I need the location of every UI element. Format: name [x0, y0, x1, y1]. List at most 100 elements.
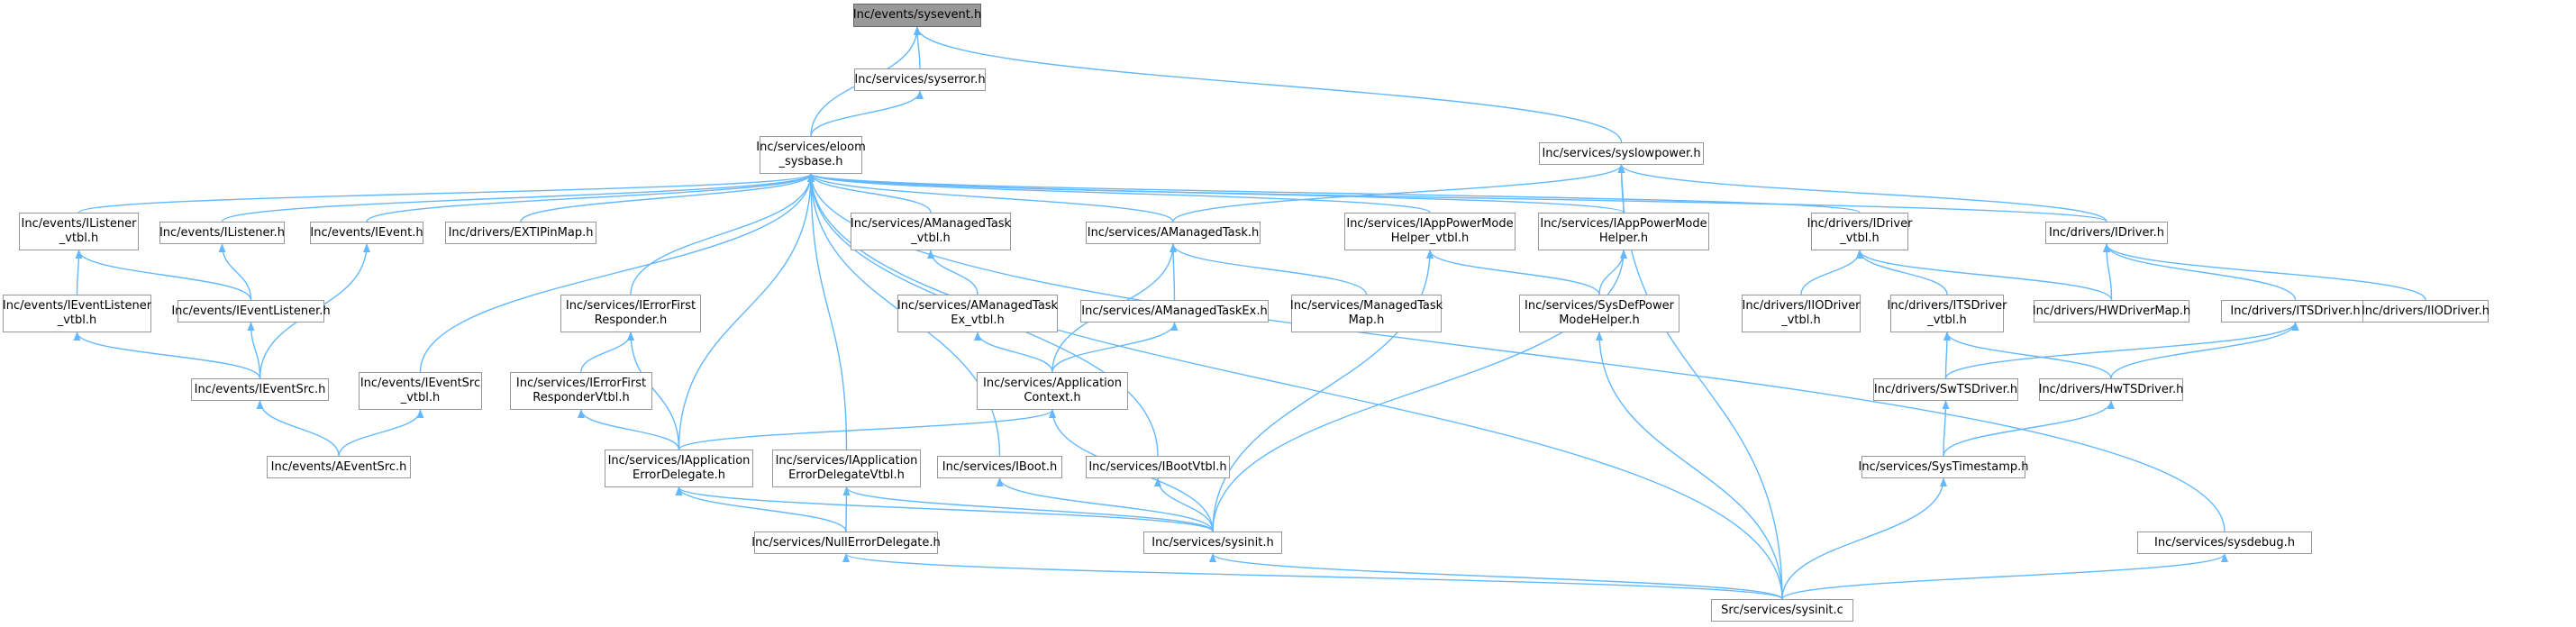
node-label: Inc/events/IListener: [21, 217, 137, 231]
edge-managedtaskmap-to-amanagedtask: [1170, 243, 1368, 295]
node-nullerrordelegate-h[interactable]: Inc/services/NullErrorDelegate.h: [751, 532, 941, 554]
node-ieventsrc-vtbl-h[interactable]: Inc/events/IEventSrc_vtbl.h: [359, 372, 482, 410]
node-sysinit-h[interactable]: Inc/services/sysinit.h: [1143, 532, 1282, 554]
edge-ieventsrc-to-ieventlistener: [247, 322, 261, 379]
edge-swtsdriver-to-itsdriver: [1944, 322, 2299, 379]
edge-iappl_errdel-to-eloom: [678, 173, 815, 450]
edge-idriver-to-syslowpower: [1617, 164, 2107, 223]
edge-iappl_errdel-to-ierrorfirst_vtbl: [578, 409, 680, 450]
node-label: _vtbl.h: [400, 391, 441, 404]
node-amanagedtask-vtbl-h[interactable]: Inc/services/AManagedTask_vtbl.h: [851, 213, 1011, 250]
node-label: Inc/drivers/IDriver: [1807, 217, 1913, 231]
node-itsdriver-vtbl-h[interactable]: Inc/drivers/ITSDriver_vtbl.h: [1887, 295, 2007, 332]
node-iboot-h[interactable]: Inc/services/IBoot.h: [937, 456, 1062, 478]
node-label: Inc/drivers/HWDriverMap.h: [2032, 304, 2191, 318]
node-ieventlistener-h[interactable]: Inc/events/IEventListener.h: [171, 300, 331, 323]
edge-nullerror-to-iappl_errdel: [675, 486, 847, 532]
node-label: Inc/events/IEventSrc: [360, 377, 481, 390]
node-label: Inc/services/IErrorFirst: [565, 299, 696, 313]
node-idriver-h[interactable]: Inc/drivers/IDriver.h: [2045, 222, 2168, 244]
edge-sysinit_c-to-sysdefpower: [1596, 332, 1783, 600]
edge-amanagedtask-to-eloom: [807, 173, 1174, 223]
edge-hwdrivermap-to-idriver_vtbl: [1856, 250, 2113, 301]
node-extipinmap-h[interactable]: Inc/drivers/EXTIPinMap.h: [445, 222, 596, 244]
node-label: Inc/services/IAppPowerMode: [1346, 217, 1514, 231]
node-label: Helper.h: [1598, 232, 1649, 245]
node-hwtsdriver-h[interactable]: Inc/drivers/HwTSDriver.h: [2039, 378, 2183, 401]
edge-hwdrivermap-to-idriver: [2103, 243, 2113, 301]
node-hwdrivermap-h[interactable]: Inc/drivers/HWDriverMap.h: [2032, 300, 2191, 323]
node-swtsdriver-h[interactable]: Inc/drivers/SwTSDriver.h: [1873, 378, 2018, 401]
edge-sysinit_c-to-systimestamp: [1781, 477, 1947, 600]
edge-iappl_errdel-to-appcontext: [678, 409, 1056, 450]
node-label: Inc/services/sysdebug.h: [2154, 535, 2295, 550]
node-systimestamp-h[interactable]: Inc/services/SysTimestamp.h: [1859, 456, 2029, 478]
edge-sysinit_c-to-eloom: [807, 173, 1783, 600]
edge-ierrorfirst_vtbl-to-ierrorfirst: [580, 332, 634, 373]
edge-ieventsrc-to-ieventlistener_vtbl: [73, 332, 261, 379]
edge-aeventsrc-to-ieventsrc_vtbl: [338, 409, 424, 457]
edge-amanagedtaskex_vtbl-to-amanagedtask_vtbl: [927, 250, 979, 295]
node-syserror-h[interactable]: Inc/services/syserror.h: [854, 68, 986, 91]
node-label: ErrorDelegateVtbl.h: [788, 468, 905, 482]
node-label: Inc/events/sysevent.h: [852, 8, 982, 22]
node-label: Map.h: [1348, 314, 1385, 327]
node-iiodriver-h[interactable]: Inc/drivers/IIODriver.h: [2362, 300, 2490, 323]
node-label: Inc/services/IErrorFirst: [515, 377, 647, 390]
node-sysdebug-h[interactable]: Inc/services/sysdebug.h: [2137, 532, 2312, 554]
edge-systimestamp-to-swtsdriver: [1942, 400, 1950, 457]
node-ibootvtbl-h[interactable]: Inc/services/IBootVtbl.h: [1086, 456, 1230, 478]
node-label: ErrorDelegate.h: [633, 468, 725, 482]
edge-extipinmap-to-eloom: [520, 173, 815, 223]
edge-iiodriver_vtbl-to-idriver_vtbl: [1800, 250, 1863, 295]
node-iiodriver-vtbl-h[interactable]: Inc/drivers/IIODriver_vtbl.h: [1742, 295, 1861, 332]
node-label: Inc/services/AManagedTask.h: [1087, 225, 1260, 240]
node-label: Inc/events/IEventListener: [2, 299, 152, 313]
edge-syslowpower-to-sysevent: [914, 26, 1623, 143]
node-ilistener-h[interactable]: Inc/events/IListener.h: [159, 222, 285, 244]
edge-amanagedtask-to-syslowpower: [1172, 164, 1625, 223]
edge-sysinit_h-to-iboot: [996, 477, 1214, 532]
node-label: Src/services/sysinit.c: [1721, 603, 1843, 617]
dependency-edges: [73, 26, 2426, 600]
node-label: Inc/services/syserror.h: [854, 72, 986, 86]
node-amanagedtaskex-h[interactable]: Inc/services/AManagedTaskEx.h: [1080, 300, 1269, 323]
node-ieventlistener-vtbl-h[interactable]: Inc/events/IEventListener_vtbl.h: [3, 295, 151, 332]
node-itsdriver-h[interactable]: Inc/drivers/ITSDriver.h: [2221, 300, 2370, 323]
node-ieventsrc-h[interactable]: Inc/events/IEventSrc.h: [191, 378, 329, 401]
node-label: Inc/drivers/HwTSDriver.h: [2038, 382, 2184, 396]
node-label: Inc/services/AManagedTask: [850, 217, 1012, 231]
edge-idriver_vtbl-to-eloom: [807, 173, 1861, 214]
node-ilistener-vtbl-h[interactable]: Inc/events/IListener_vtbl.h: [19, 213, 139, 250]
node-ievent-h[interactable]: Inc/events/IEvent.h: [310, 222, 423, 244]
edge-appcontext-to-amanagedtaskex: [1051, 322, 1179, 373]
node-label: Inc/services/IAppPowerMode: [1540, 217, 1707, 231]
node-label: Responder.h: [594, 314, 668, 327]
node-label: Inc/services/AManagedTask: [897, 299, 1059, 313]
edge-ievent-to-eloom: [366, 173, 815, 223]
node-aeventsrc-h[interactable]: Inc/events/AEventSrc.h: [267, 456, 411, 478]
node-label: Inc/services/IApplication: [607, 454, 751, 468]
edge-ilistener_vtbl-to-eloom: [77, 173, 815, 214]
node-syslowpower-h[interactable]: Inc/services/syslowpower.h: [1539, 142, 1704, 165]
node-label: Context.h: [1024, 391, 1081, 404]
node-label: ModeHelper.h: [1559, 314, 1640, 327]
node-label: Inc/services/syslowpower.h: [1542, 146, 1701, 160]
node-idriver-vtbl-h[interactable]: Inc/drivers/IDriver_vtbl.h: [1807, 213, 1912, 250]
edge-eloom-to-syserror: [810, 90, 924, 137]
edge-sysinit_h-to-iapppm: [1212, 250, 1627, 532]
node-amanagedtask-h[interactable]: Inc/services/AManagedTask.h: [1086, 222, 1261, 244]
edge-iiodriver-to-idriver: [2103, 243, 2426, 301]
node-eloom-sysbase-h[interactable]: Inc/services/eloom_sysbase.h: [756, 136, 866, 174]
node-sysinit-c[interactable]: Src/services/sysinit.c: [1711, 599, 1853, 622]
